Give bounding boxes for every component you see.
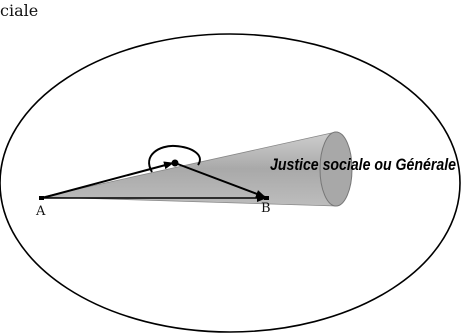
point-b-label: B [261, 201, 271, 216]
vertex-point [172, 160, 179, 167]
point-a-marker [39, 196, 44, 200]
point-b-marker [264, 196, 269, 200]
cone-label: Justice sociale ou Générale [270, 155, 456, 174]
title-fragment: ciale [0, 1, 38, 20]
point-a-label: A [35, 204, 46, 219]
